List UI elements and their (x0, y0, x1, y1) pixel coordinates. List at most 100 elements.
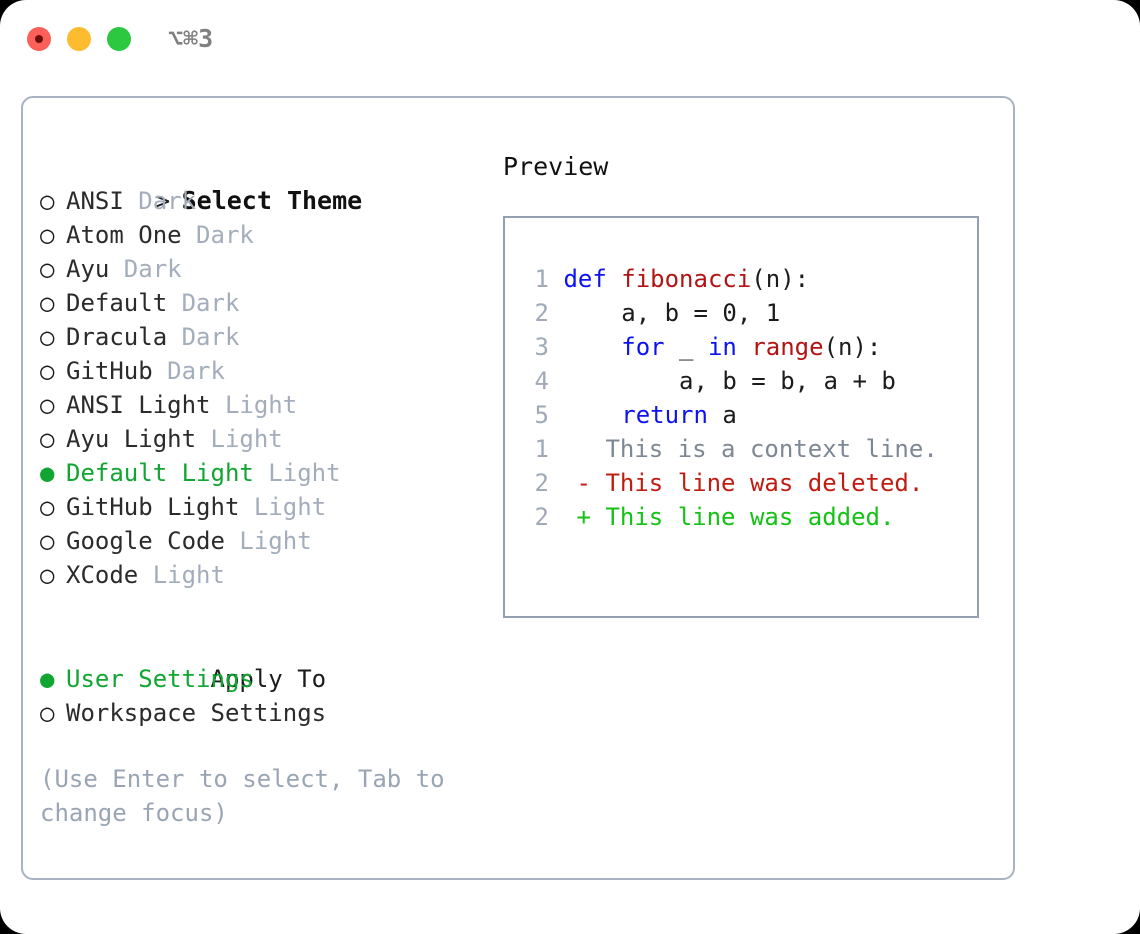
theme-category: Dark (167, 289, 240, 317)
theme-list-item[interactable]: ○Atom One Dark (40, 218, 470, 252)
radio-unselected-icon: ○ (40, 699, 55, 727)
window-titlebar: ⌥⌘3 (0, 0, 1140, 78)
code-gutter-spacer (549, 401, 563, 429)
theme-list-item[interactable]: ○ Default Dark (40, 286, 470, 320)
apply-to-section: Apply To ●User Settings ○ Workspace Settin… (40, 628, 470, 730)
theme-name: ANSI Light (66, 391, 211, 419)
theme-name: Dracula (66, 323, 168, 351)
theme-name: Ayu Light (66, 425, 197, 453)
diff-line-number: 2 (534, 503, 549, 531)
theme-list-item[interactable]: ○ Google Code Light (40, 524, 470, 558)
radio-unselected-icon: ○ (40, 527, 55, 555)
theme-name: Default Light (66, 459, 254, 487)
diff-line: 1 This is a context line. (523, 432, 938, 466)
radio-unselected-icon: ○ (40, 187, 55, 215)
theme-category: Light (224, 527, 312, 555)
theme-name: Default (66, 289, 168, 317)
radio-unselected-icon: ○ (40, 561, 55, 589)
theme-list-item[interactable]: ○ GitHub Light Light (40, 490, 470, 524)
theme-name: ANSI (66, 187, 124, 215)
content-panel: >Select Theme ○ANSI Dark○Atom One Dark○A… (21, 96, 1015, 880)
theme-category: Dark (181, 221, 254, 249)
code-gutter-spacer (549, 299, 563, 327)
diff-line-number: 1 (534, 435, 549, 463)
select-theme-heading: >Select Theme (40, 150, 470, 215)
code-token: def (563, 265, 622, 293)
theme-category: Dark (109, 255, 182, 283)
code-line: 1 def fibonacci(n): (523, 262, 896, 296)
theme-list-item[interactable]: ○ Dracula Dark (40, 320, 470, 354)
theme-category: Light (253, 459, 341, 487)
theme-category: Light (239, 493, 327, 521)
code-line: 3 for _ in range(n): (523, 330, 896, 364)
diff-line-text: This line was added. (591, 503, 895, 531)
code-token: a (707, 401, 737, 429)
theme-category: Dark (167, 323, 240, 351)
radio-unselected-icon: ○ (40, 493, 55, 521)
theme-list-item[interactable]: ○ANSI Light Light (40, 388, 470, 422)
code-line-number: 3 (534, 333, 549, 361)
theme-list-item[interactable]: ○ XCode Light (40, 558, 470, 592)
minimize-window-button[interactable] (67, 27, 91, 51)
diff-line-number: 2 (534, 469, 549, 497)
diff-line-text: This line was deleted. (591, 469, 924, 497)
diff-line: 2 + This line was added. (523, 500, 938, 534)
theme-name: XCode (66, 561, 139, 589)
apply-to-option-label: Workspace Settings (66, 699, 327, 727)
code-token: _ (664, 333, 708, 361)
diff-line-text: This is a context line. (591, 435, 938, 463)
code-token: range (751, 333, 824, 361)
theme-category: Dark (152, 357, 225, 385)
theme-list-item[interactable]: ○Ayu Light Light (40, 422, 470, 456)
code-gutter-spacer (549, 333, 563, 361)
apply-to-options: ●User Settings ○ Workspace Settings (40, 662, 470, 730)
select-theme-label: Select Theme (181, 186, 363, 215)
theme-name: Google Code (66, 527, 225, 555)
theme-category: Light (138, 561, 225, 589)
code-token: for (621, 333, 665, 361)
theme-name: Ayu (66, 255, 110, 283)
theme-list: ○ANSI Dark○Atom One Dark○Ayu Dark○Defaul… (40, 184, 470, 592)
close-window-button[interactable] (27, 27, 51, 51)
code-token: fibonacci (621, 265, 752, 293)
apply-to-option-label: User Settings (66, 665, 254, 693)
theme-name: GitHub Light (66, 493, 240, 521)
theme-list-item[interactable]: ○ Ayu Dark (40, 252, 470, 286)
code-line: 4 a, b = b, a + b (523, 364, 896, 398)
apply-to-heading: Apply To (40, 628, 470, 693)
code-gutter-spacer (549, 265, 563, 293)
theme-list-item[interactable]: ●Default Light Light (40, 456, 470, 490)
code-line-number: 1 (534, 265, 549, 293)
theme-picker-column: >Select Theme ○ANSI Dark○Atom One Dark○A… (40, 150, 470, 830)
keyboard-hint-text: (Use Enter to select, Tab to change focu… (40, 765, 460, 827)
theme-category: Dark (123, 187, 197, 215)
diff-marker: - (576, 469, 591, 497)
code-token (563, 333, 621, 361)
maximize-window-button[interactable] (107, 27, 131, 51)
diff-sample: 1 This is a context line.2- This line wa… (523, 432, 938, 534)
diff-marker: + (576, 503, 591, 531)
diff-marker (549, 432, 591, 466)
radio-unselected-icon: ○ (40, 221, 55, 249)
apply-to-option[interactable]: ○ Workspace Settings (40, 696, 470, 730)
theme-list-item[interactable]: ○ ANSI Dark (40, 184, 470, 218)
apply-to-option[interactable]: ●User Settings (40, 662, 470, 696)
code-line: 2 a, b = 0, 1 (523, 296, 896, 330)
code-token: in (707, 333, 752, 361)
diff-line: 2- This line was deleted. (523, 466, 938, 500)
radio-unselected-icon: ○ (40, 391, 55, 419)
theme-list-item[interactable]: ○GitHub Dark (40, 354, 470, 388)
radio-unselected-icon: ○ (40, 323, 55, 351)
code-gutter-spacer (549, 367, 563, 395)
code-token: return (621, 401, 708, 429)
code-token: (n): (751, 265, 810, 293)
code-line: 5 return a (523, 398, 896, 432)
radio-unselected-icon: ○ (40, 289, 55, 317)
radio-unselected-icon: ○ (40, 255, 55, 283)
code-token: (n): (823, 333, 882, 361)
preview-heading: Preview (503, 152, 609, 181)
theme-category: Light (196, 425, 283, 453)
